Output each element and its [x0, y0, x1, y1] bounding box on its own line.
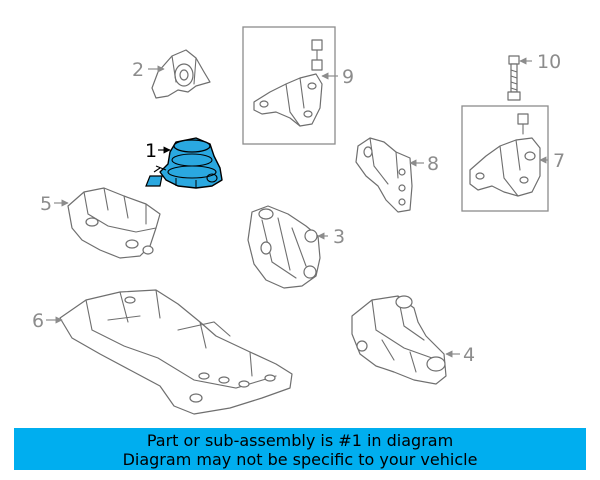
part-4-differential-mount [351, 295, 447, 385]
part-1-engine-mount [145, 137, 223, 189]
callout-6: 6 [32, 310, 44, 332]
callout-8: 8 [427, 153, 439, 175]
part-6-crossmember [59, 289, 293, 415]
callout-3: 3 [333, 226, 345, 248]
callout-4: 4 [463, 344, 475, 366]
leader-lines [46, 57, 548, 358]
callout-5: 5 [40, 193, 52, 215]
part-7-bracket [469, 113, 541, 197]
callout-2: 2 [132, 59, 144, 81]
part-3-mount-bracket [247, 205, 321, 289]
part-2-mount-bracket [151, 49, 211, 99]
info-banner: Part or sub-assembly is #1 in diagram Di… [14, 428, 586, 470]
part-9-bracket [253, 39, 323, 127]
callout-7: 7 [553, 150, 565, 172]
callout-1: 1 [145, 140, 157, 162]
part-8-bracket [355, 137, 413, 213]
banner-line-2: Diagram may not be specific to your vehi… [122, 450, 478, 469]
banner-line-1: Part or sub-assembly is #1 in diagram [146, 431, 454, 450]
callout-9: 9 [342, 66, 354, 88]
part-5-transmission-mount [67, 187, 161, 259]
callout-10: 10 [537, 51, 561, 73]
part-9-box [242, 26, 336, 145]
part-7-box [461, 105, 549, 212]
part-10-bolt [507, 55, 521, 101]
parts-diagram: 1 2 3 4 5 6 7 8 9 10 [32, 26, 565, 415]
